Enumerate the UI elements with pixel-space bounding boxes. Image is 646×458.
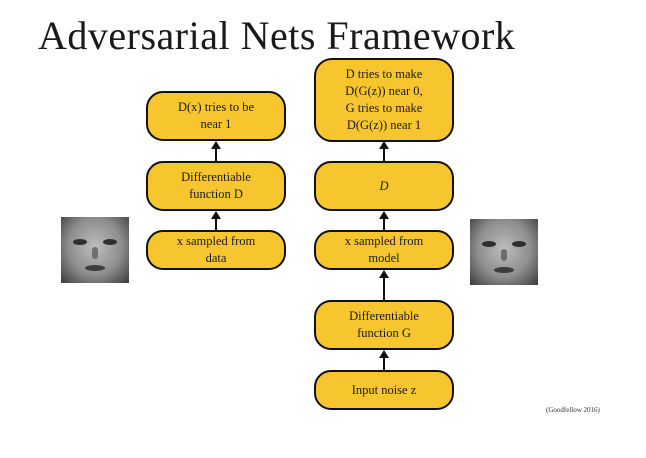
input-noise-node: Input noise z — [314, 370, 454, 410]
discriminator-output-real-node: D(x) tries to be near 1 — [146, 91, 286, 141]
node-line: function G — [357, 326, 411, 340]
node-line: D tries to make — [345, 67, 423, 81]
node-line: D(G(z)) near 1 — [346, 118, 422, 132]
data-sample-node: x sampled from data — [146, 230, 286, 270]
node-line: model — [368, 251, 400, 265]
node-line: data — [205, 251, 227, 265]
objective-node: D tries to make D(G(z)) near 0, G tries … — [314, 58, 454, 142]
arrow-up-icon — [379, 270, 389, 300]
real-face-image — [61, 217, 129, 283]
node-line: Differentiable — [349, 309, 419, 323]
arrow-up-icon — [379, 350, 389, 370]
arrow-up-icon — [211, 141, 221, 161]
model-sample-node: x sampled from model — [314, 230, 454, 270]
discriminator-node: D — [314, 161, 454, 211]
node-line: D — [379, 178, 389, 193]
node-line: function D — [189, 187, 243, 201]
generator-function-node: Differentiable function G — [314, 300, 454, 350]
discriminator-function-node: Differentiable function D — [146, 161, 286, 211]
node-line: G tries to make — [345, 101, 423, 115]
citation-text: (Goodfellow 2016) — [546, 406, 600, 414]
arrow-up-icon — [379, 141, 389, 161]
arrow-up-icon — [211, 211, 221, 231]
node-line: Differentiable — [181, 170, 251, 184]
node-line: D(x) tries to be — [177, 100, 255, 114]
slide-title: Adversarial Nets Framework — [38, 13, 516, 58]
arrow-up-icon — [379, 211, 389, 231]
generated-face-image — [470, 219, 538, 285]
node-line: near 1 — [200, 117, 232, 131]
node-line: D(G(z)) near 0, — [345, 84, 423, 98]
node-line: Input noise z — [351, 382, 417, 397]
node-line: x sampled from — [344, 234, 424, 248]
node-line: x sampled from — [176, 234, 256, 248]
